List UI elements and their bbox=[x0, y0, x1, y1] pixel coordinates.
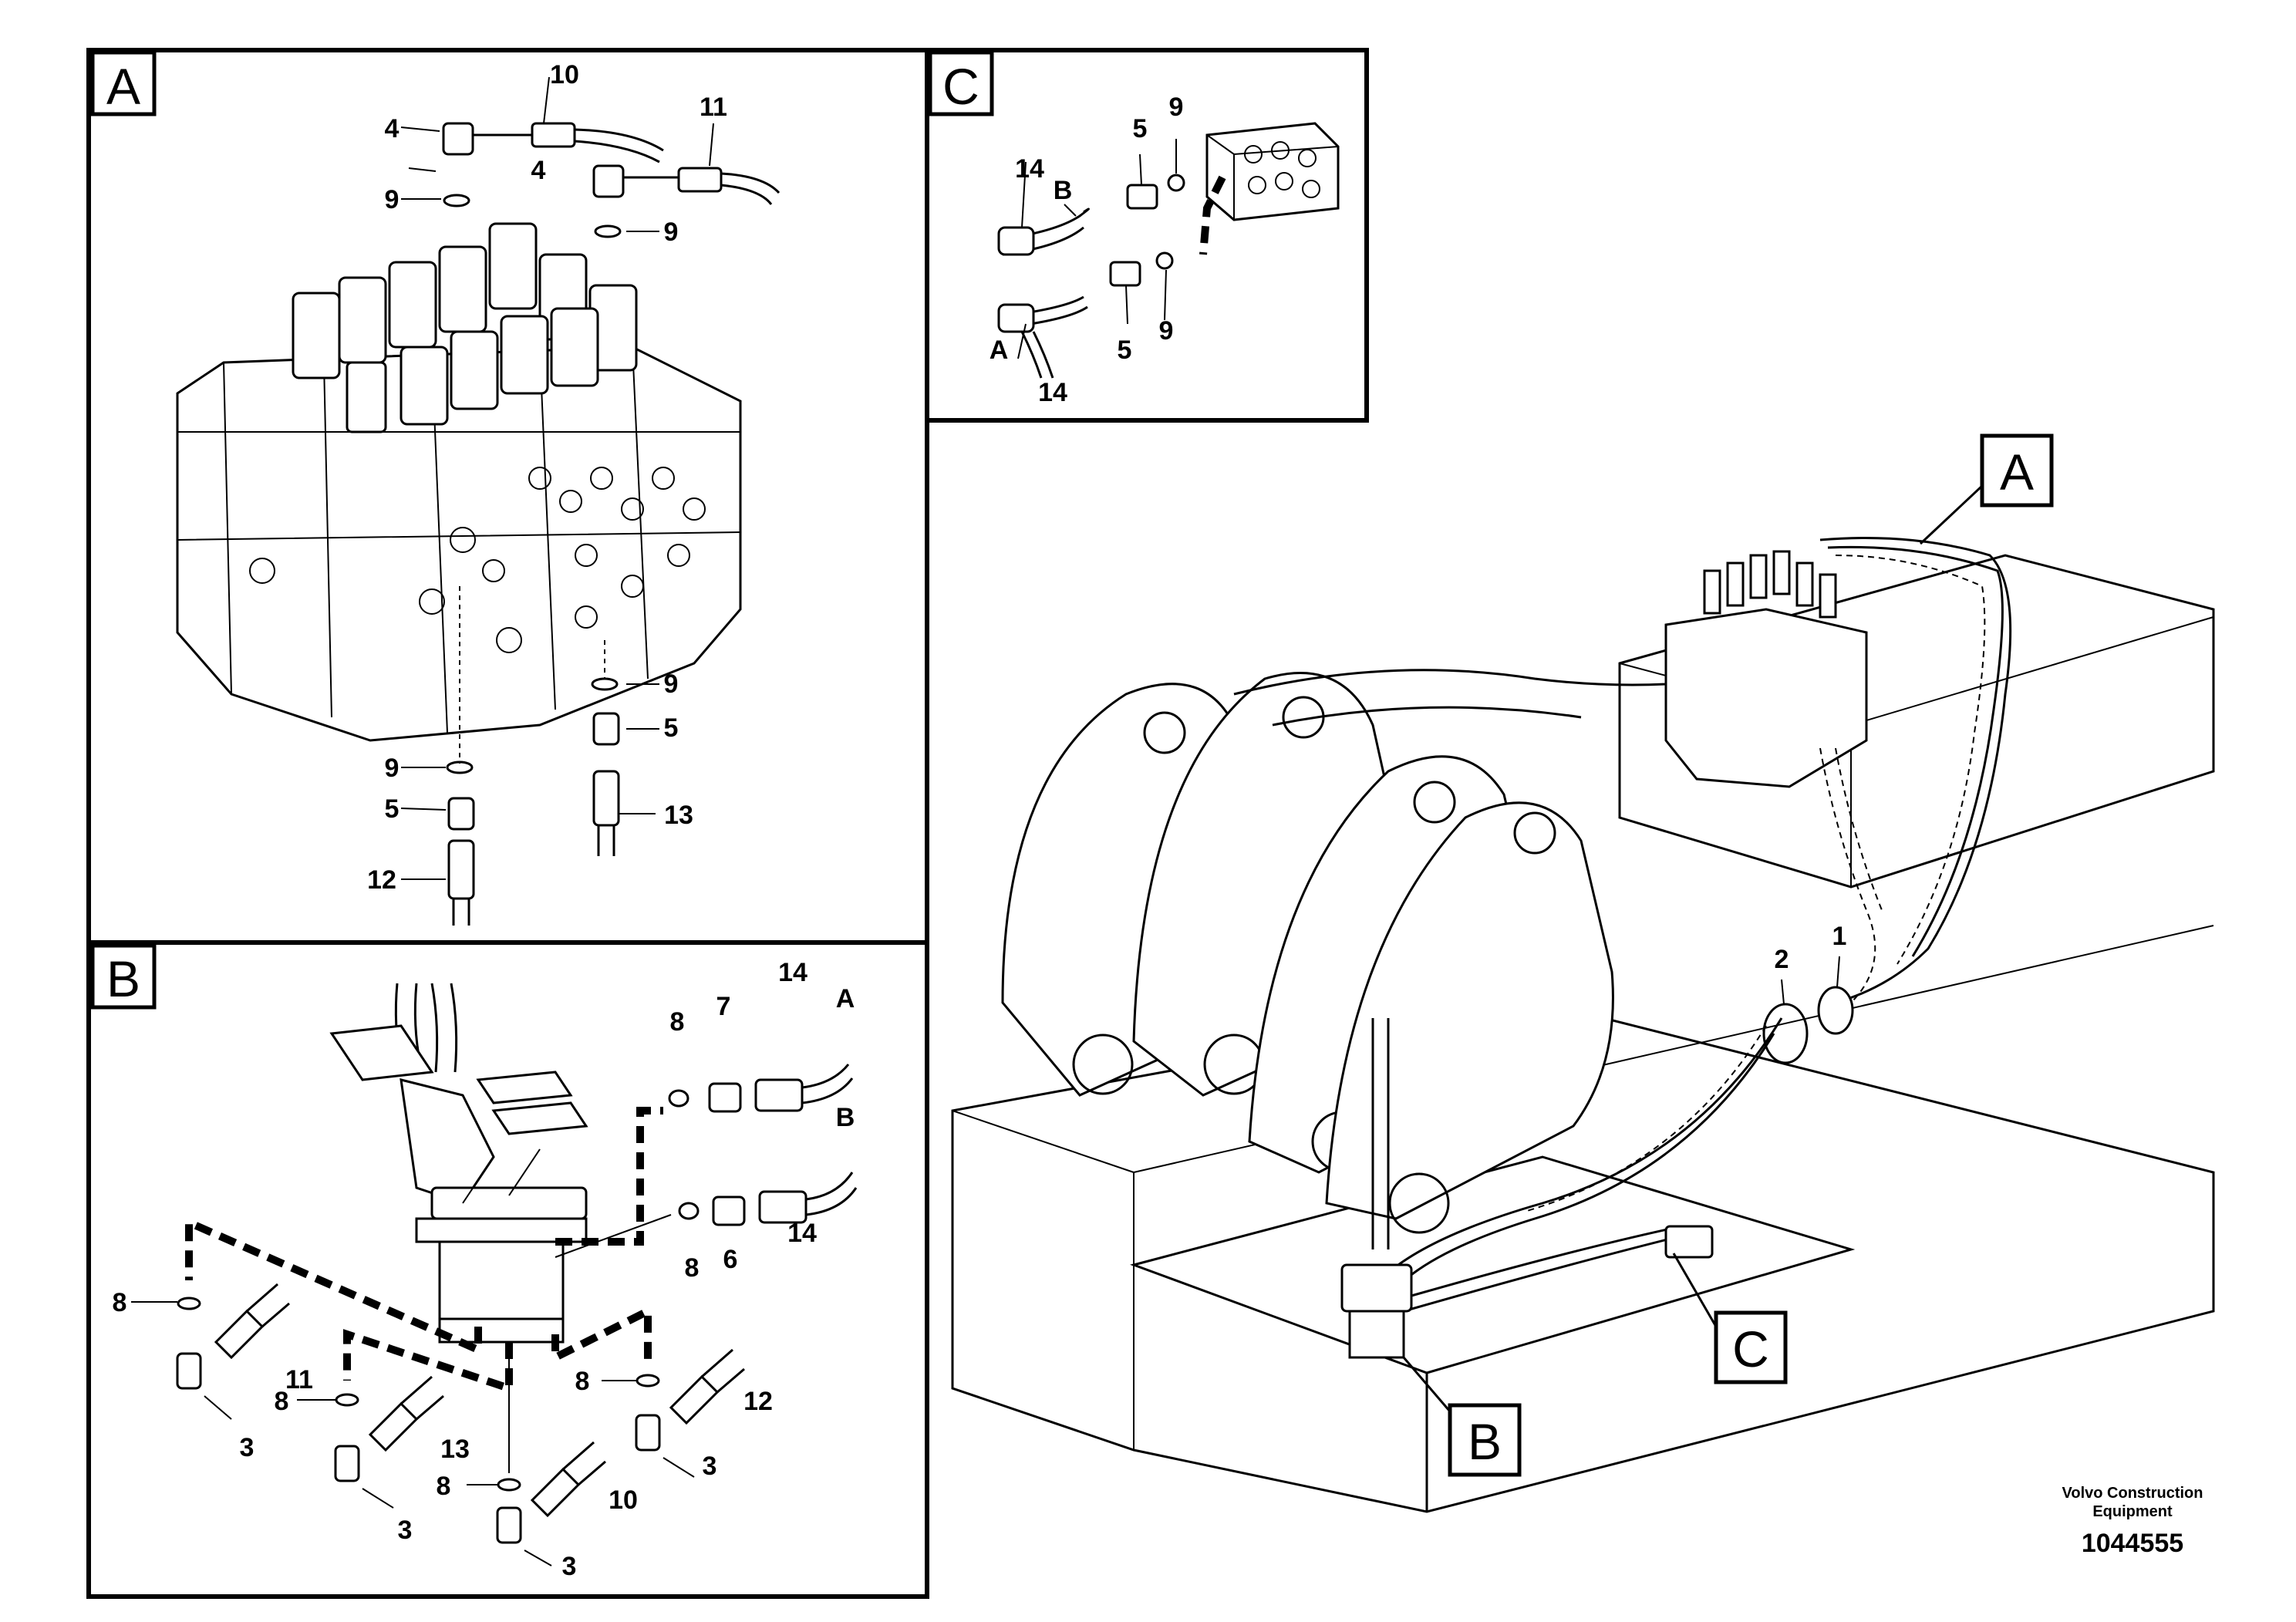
callout-b-8e: 8 bbox=[575, 1367, 590, 1396]
panel-a-bottom-fittings bbox=[400, 586, 659, 926]
panel-c-frame bbox=[925, 48, 1369, 423]
panel-b-tag bbox=[90, 943, 157, 1010]
panel-a-tag bbox=[90, 50, 157, 116]
callout-a-10: 10 bbox=[550, 60, 579, 89]
callout-b-3c: 3 bbox=[398, 1516, 413, 1545]
callout-b-10: 10 bbox=[609, 1485, 638, 1515]
item-2-clamp bbox=[1762, 1003, 1809, 1064]
callout-b-7: 7 bbox=[716, 992, 731, 1021]
callout-c-9: 9 bbox=[1169, 93, 1184, 122]
callout-a-9d: 9 bbox=[385, 754, 400, 783]
callout-b-8d: 8 bbox=[275, 1387, 289, 1416]
control-valve-illustration bbox=[176, 222, 742, 742]
panel-b-hose-routes bbox=[185, 1107, 672, 1473]
callout-b-A: A bbox=[836, 984, 855, 1013]
panel-c-label: C bbox=[942, 58, 979, 115]
callout-b-12: 12 bbox=[743, 1387, 773, 1416]
callout-b-14b: 14 bbox=[787, 1219, 817, 1248]
main-callout-b: B bbox=[1402, 1357, 1522, 1477]
machine-control-valve bbox=[1664, 550, 1868, 788]
callout-a-9: 9 bbox=[385, 185, 400, 214]
callout-a-11: 11 bbox=[700, 93, 727, 122]
item-1-grommet bbox=[1817, 986, 1854, 1035]
callout-b-3b: 3 bbox=[703, 1452, 717, 1481]
company-line-1: Volvo Construction bbox=[2062, 1485, 2203, 1502]
main-callout-a: A bbox=[1919, 433, 2054, 545]
machine-overview: 1 2 A B C bbox=[951, 433, 2215, 1513]
panel-b-right-fittings bbox=[668, 1064, 858, 1226]
panel-b-bottom-fittings bbox=[131, 1283, 745, 1566]
footer: Volvo Construction Equipment 1044555 bbox=[2062, 1485, 2203, 1558]
main-item-1: 1 bbox=[1832, 922, 1847, 951]
panel-b-frame bbox=[86, 940, 929, 1599]
callout-b-11: 11 bbox=[285, 1365, 313, 1394]
callout-b-14: 14 bbox=[778, 958, 807, 987]
callout-c-A: A bbox=[990, 336, 1009, 365]
callout-b-3d: 3 bbox=[562, 1552, 577, 1581]
part-number: 1044555 bbox=[2082, 1529, 2183, 1558]
callout-b-6: 6 bbox=[723, 1245, 738, 1274]
callout-b-13: 13 bbox=[440, 1435, 470, 1464]
company-line-2: Equipment bbox=[2092, 1503, 2173, 1520]
callout-a-5: 5 bbox=[664, 713, 679, 743]
main-item-2: 2 bbox=[1775, 945, 1789, 974]
svg-text:C: C bbox=[1732, 1320, 1769, 1378]
callout-c-5: 5 bbox=[1133, 114, 1148, 143]
panel-a-label: A bbox=[106, 58, 140, 115]
callout-a-5b: 5 bbox=[385, 794, 400, 824]
manifold-block-illustration bbox=[1199, 122, 1340, 255]
callout-c-14: 14 bbox=[1015, 154, 1044, 184]
main-callout-c: C bbox=[1672, 1253, 1788, 1384]
callout-a-12: 12 bbox=[367, 865, 396, 895]
panel-c-tag bbox=[928, 50, 994, 116]
panel-a-top-fittings bbox=[400, 76, 781, 238]
panel-a: A bbox=[86, 48, 929, 945]
panel-b: B bbox=[86, 940, 929, 1599]
panel-c-fittings bbox=[997, 139, 1185, 379]
callout-a-13: 13 bbox=[664, 801, 693, 830]
callout-a-9c: 9 bbox=[664, 669, 679, 699]
callout-c-5b: 5 bbox=[1118, 336, 1132, 365]
callout-b-8c: 8 bbox=[113, 1288, 127, 1317]
callout-b-8: 8 bbox=[670, 1007, 685, 1037]
machine-pedal-valve bbox=[1340, 1225, 1714, 1359]
callout-a-4: 4 bbox=[385, 114, 400, 143]
panel-c: C 5 9 14 B A 5 9 14 bbox=[925, 48, 1369, 423]
svg-text:B: B bbox=[1468, 1413, 1502, 1470]
panel-b-label: B bbox=[106, 950, 140, 1007]
callout-c-B: B bbox=[1054, 176, 1073, 205]
callout-c-14b: 14 bbox=[1038, 378, 1067, 407]
callout-a-4b: 4 bbox=[531, 156, 546, 185]
callout-b-8f: 8 bbox=[437, 1472, 451, 1501]
callout-b-B: B bbox=[836, 1103, 855, 1132]
callout-b-8b: 8 bbox=[685, 1253, 700, 1283]
callout-b-3: 3 bbox=[240, 1433, 255, 1462]
callout-c-9b: 9 bbox=[1159, 316, 1174, 346]
callout-a-9b: 9 bbox=[664, 218, 679, 247]
svg-text:A: A bbox=[2000, 443, 2034, 501]
pedal-valve-illustration bbox=[329, 983, 588, 1344]
